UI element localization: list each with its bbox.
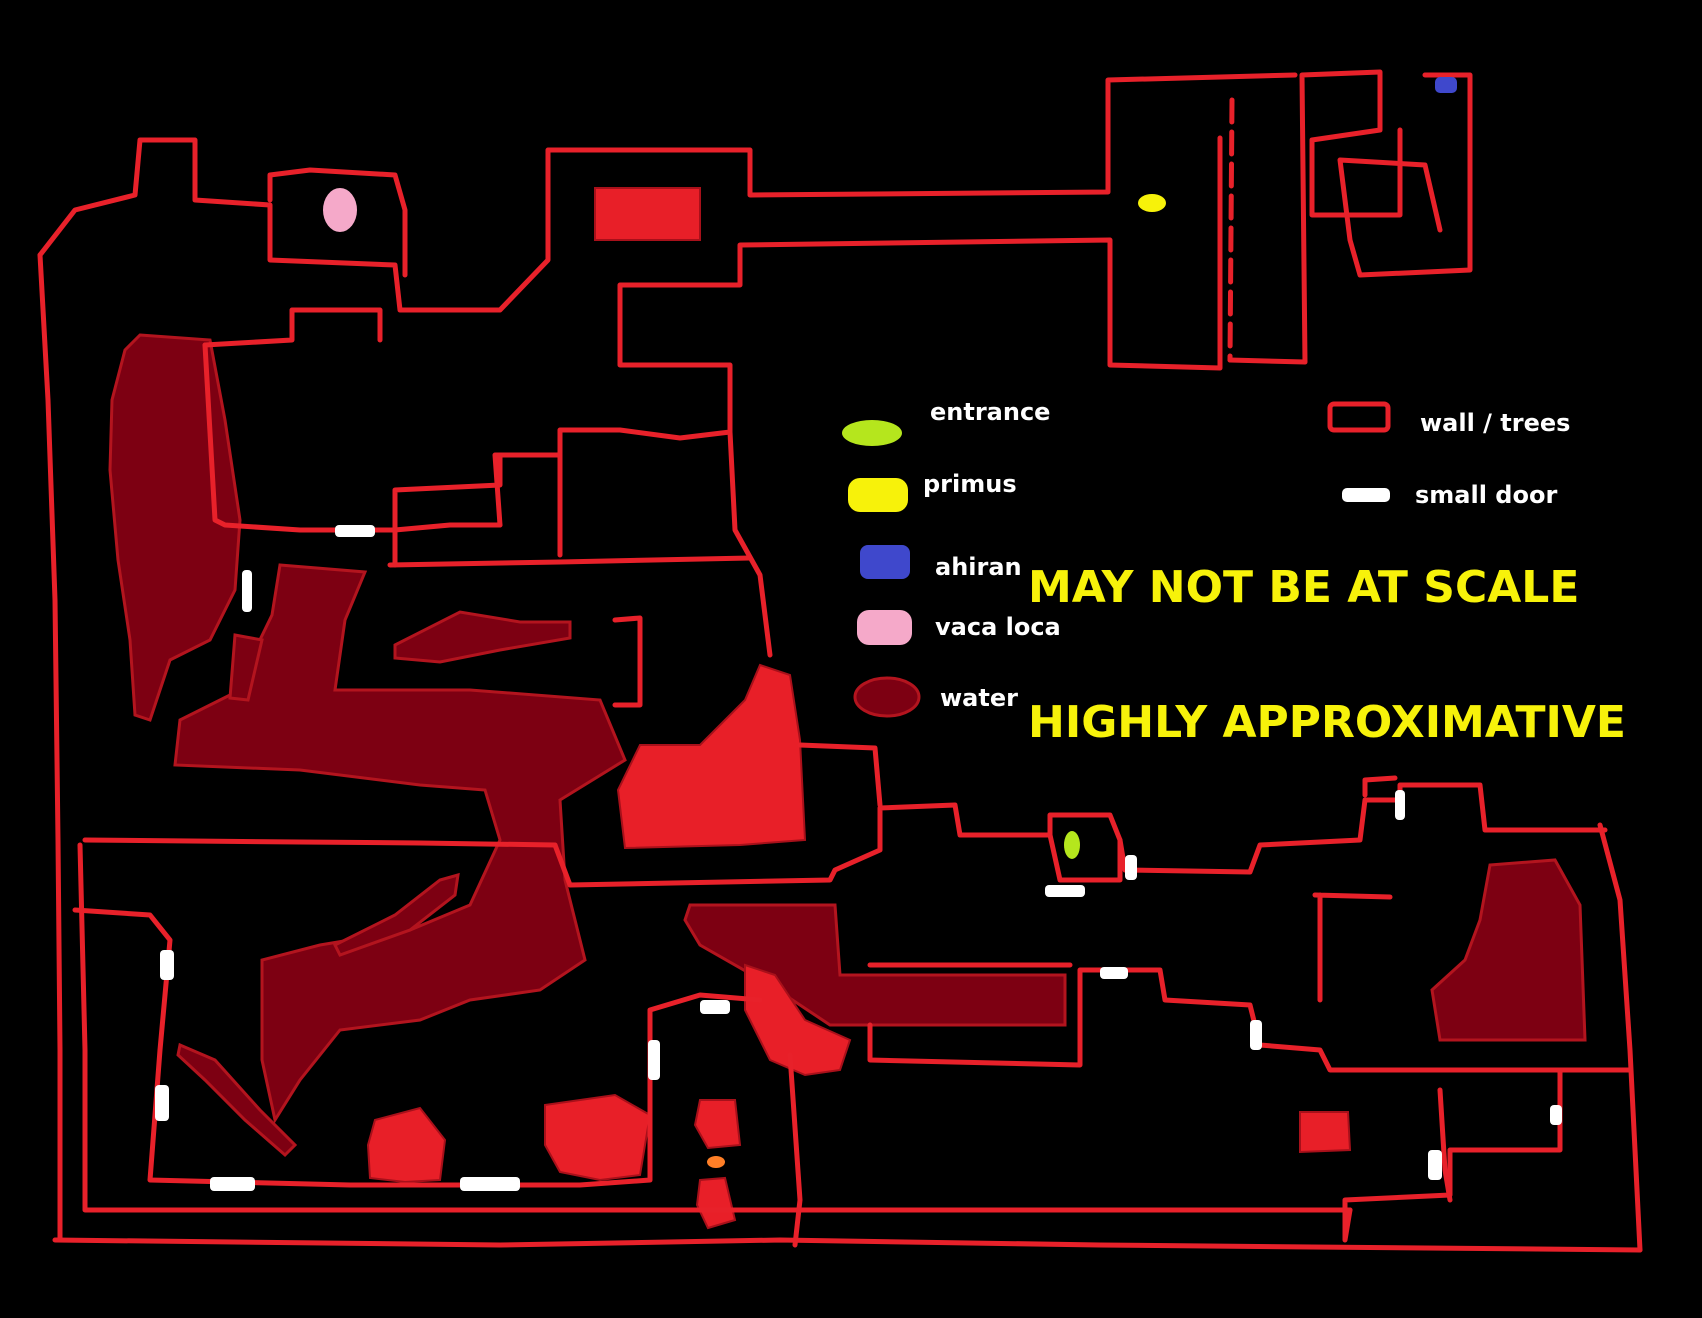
wall-dashed-corridor (1227, 97, 1235, 363)
trees-cluster-east-bank (616, 663, 807, 850)
legend-vaca-loca-label: vaca loca (935, 613, 1061, 641)
vaca-loca-marker (323, 188, 357, 232)
wall-lower-east-rooms (867, 967, 1633, 1073)
legend-ahiran-swatch (860, 545, 910, 579)
wall-east-divider (1312, 892, 1393, 1003)
door-far-east-2 (1428, 1150, 1442, 1180)
warning-approx: HIGHLY APPROXIMATIVE (1028, 697, 1626, 748)
legend-small-door-label: small door (1415, 481, 1557, 509)
warning-scale: MAY NOT BE AT SCALE (1028, 562, 1579, 613)
wall-outer-north-west (37, 72, 1298, 313)
legend-primus-swatch (848, 478, 908, 512)
legend-water-swatch (853, 676, 921, 718)
door-north-hall (335, 525, 375, 537)
wall-lower-east-inner (1437, 1087, 1453, 1203)
trees-cluster-sw-2 (544, 1093, 652, 1182)
water-west-column (108, 333, 242, 722)
trees-cluster-east (1299, 1111, 1352, 1154)
wall-lower-west-room (72, 907, 763, 1188)
doors (155, 525, 1562, 1191)
wall-east-bank-edge (727, 429, 773, 658)
door-south-4 (648, 1040, 660, 1080)
legend-small-door-swatch (1342, 488, 1390, 502)
water-river-main (173, 563, 627, 1124)
legend-water-label: water (940, 684, 1018, 712)
water-stream-1 (332, 872, 460, 957)
door-south-3 (700, 1000, 730, 1014)
entrance-marker (1064, 831, 1080, 859)
wall-river-bank-mid (82, 837, 558, 848)
water-areas (108, 333, 1587, 1158)
trees-cluster-pond-1 (693, 1099, 742, 1150)
wall-entrance-room (1047, 832, 1123, 883)
wall-outer-east (1597, 822, 1643, 1253)
wall-mid-hall (387, 555, 753, 568)
door-entrance-2 (1125, 855, 1137, 880)
door-south-2 (460, 1177, 520, 1191)
misc-marker-orange (707, 1156, 725, 1168)
wall-far-north-east (1337, 72, 1473, 278)
legend-entrance-swatch (842, 420, 902, 446)
wall-mid-east-room (797, 742, 883, 808)
walls (37, 69, 1643, 1253)
water-strip-left (228, 633, 264, 702)
wall-outer-west (37, 252, 63, 1243)
door-far-east-3 (1550, 1105, 1562, 1125)
trees-cluster-north (594, 187, 701, 241)
wall-corridor-east (1227, 69, 1403, 365)
door-south-1 (210, 1177, 255, 1191)
legend-primus-label: primus (923, 470, 1017, 498)
door-entrance-1 (1045, 885, 1085, 897)
water-channel-south (683, 903, 1067, 1027)
wall-inner-west (77, 842, 1353, 1213)
wall-lower-center (787, 1052, 803, 1248)
tree-areas (366, 187, 1352, 1230)
door-west-lower-1 (160, 950, 174, 980)
trees-cluster-pond-2 (695, 1176, 737, 1230)
legend-wall-trees-swatch (1327, 401, 1391, 433)
door-east-2 (1250, 1020, 1262, 1050)
trees-cluster-sw-1 (366, 1106, 447, 1184)
legend-wall-trees-label: wall / trees (1420, 409, 1570, 437)
ahiran-marker (1435, 77, 1457, 93)
door-east-1 (1100, 967, 1128, 979)
door-far-east-1 (1395, 790, 1405, 820)
legend: entrance primus ahiran vaca loca water w… (842, 398, 1570, 718)
door-west-lower-2 (155, 1085, 169, 1121)
legend-vaca-loca-swatch (857, 610, 912, 645)
wall-upper-center-room (612, 615, 643, 708)
wall-upper-room-2 (202, 307, 383, 348)
wall-lower-east-rooms-2 (1342, 1067, 1563, 1243)
points-of-interest (323, 77, 1457, 1168)
water-stream-2 (176, 1042, 298, 1158)
wall-mid-rooms-2 (492, 452, 563, 558)
wall-far-east-box (1362, 775, 1398, 798)
water-small-pond (393, 610, 572, 664)
wall-mid-rooms (392, 135, 1223, 568)
door-west-column (242, 570, 252, 612)
water-pond-east (1430, 858, 1587, 1042)
trees-cluster-south (744, 963, 852, 1077)
legend-ahiran-label: ahiran (935, 553, 1022, 581)
wall-upper-room-3 (202, 342, 503, 533)
wall-upper-room-1 (267, 167, 408, 278)
primus-marker (1138, 194, 1166, 212)
legend-entrance-label: entrance (930, 398, 1050, 426)
wall-outer-south (52, 1237, 1643, 1253)
